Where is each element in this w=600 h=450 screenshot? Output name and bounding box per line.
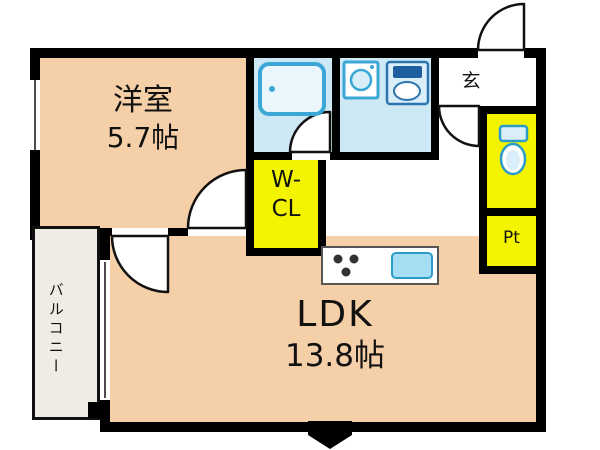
entrance-label: 玄 bbox=[461, 70, 481, 92]
ldk-label: LDK 13.8帖 bbox=[135, 292, 535, 376]
ldk-area: 13.8帖 bbox=[284, 338, 386, 374]
hallway-main bbox=[326, 160, 439, 236]
entrance-door-arc bbox=[476, 2, 526, 52]
wall-toilet-top bbox=[479, 106, 536, 114]
western-room-door-arc bbox=[186, 168, 248, 230]
room-pipe-space bbox=[487, 216, 536, 266]
wall-wcl-bottom bbox=[246, 248, 326, 256]
bathtub-icon bbox=[258, 62, 326, 116]
wall-pt-bottom bbox=[479, 266, 536, 274]
door-arc-icon bbox=[110, 2, 526, 294]
direction-marker-icon bbox=[308, 421, 352, 449]
wcl-line1: W- bbox=[270, 167, 302, 193]
stove-icon bbox=[333, 254, 359, 277]
washing-machine-icon bbox=[342, 60, 380, 100]
wall-toilet-pt-divider bbox=[487, 208, 536, 216]
ldk-door-arc bbox=[110, 234, 170, 294]
western-room-name: 洋室 bbox=[113, 83, 173, 118]
kitchen-counter bbox=[321, 246, 439, 285]
pipe-space-label: Pt bbox=[503, 228, 520, 248]
wall-wcl-right bbox=[318, 232, 326, 256]
western-room-area: 5.7帖 bbox=[106, 120, 180, 154]
toilet-icon bbox=[498, 124, 529, 176]
western-door-opening-left bbox=[112, 228, 168, 236]
sink-icon bbox=[391, 252, 433, 279]
room-entrance bbox=[439, 58, 536, 106]
ldk-name: LDK bbox=[296, 294, 374, 335]
western-door-opening-right bbox=[188, 228, 246, 236]
wcl-line2: CL bbox=[271, 195, 301, 222]
entrance-door-opening bbox=[478, 48, 524, 58]
bath-door-arc bbox=[288, 110, 332, 154]
balcony-area bbox=[32, 226, 100, 420]
bath-door-opening bbox=[292, 152, 330, 160]
balcony-partition bbox=[88, 402, 100, 418]
hall-door-arc bbox=[437, 104, 481, 148]
walk-in-closet-label: W- CL bbox=[254, 166, 318, 224]
room-walk-in-closet bbox=[254, 160, 318, 248]
wall-toilet-left bbox=[479, 106, 487, 274]
vanity-icon bbox=[385, 60, 430, 106]
wall-wcl-left bbox=[246, 236, 254, 256]
balcony-label: バルコニー bbox=[46, 282, 65, 377]
western-room-label: 洋室 5.7帖 bbox=[40, 82, 246, 155]
